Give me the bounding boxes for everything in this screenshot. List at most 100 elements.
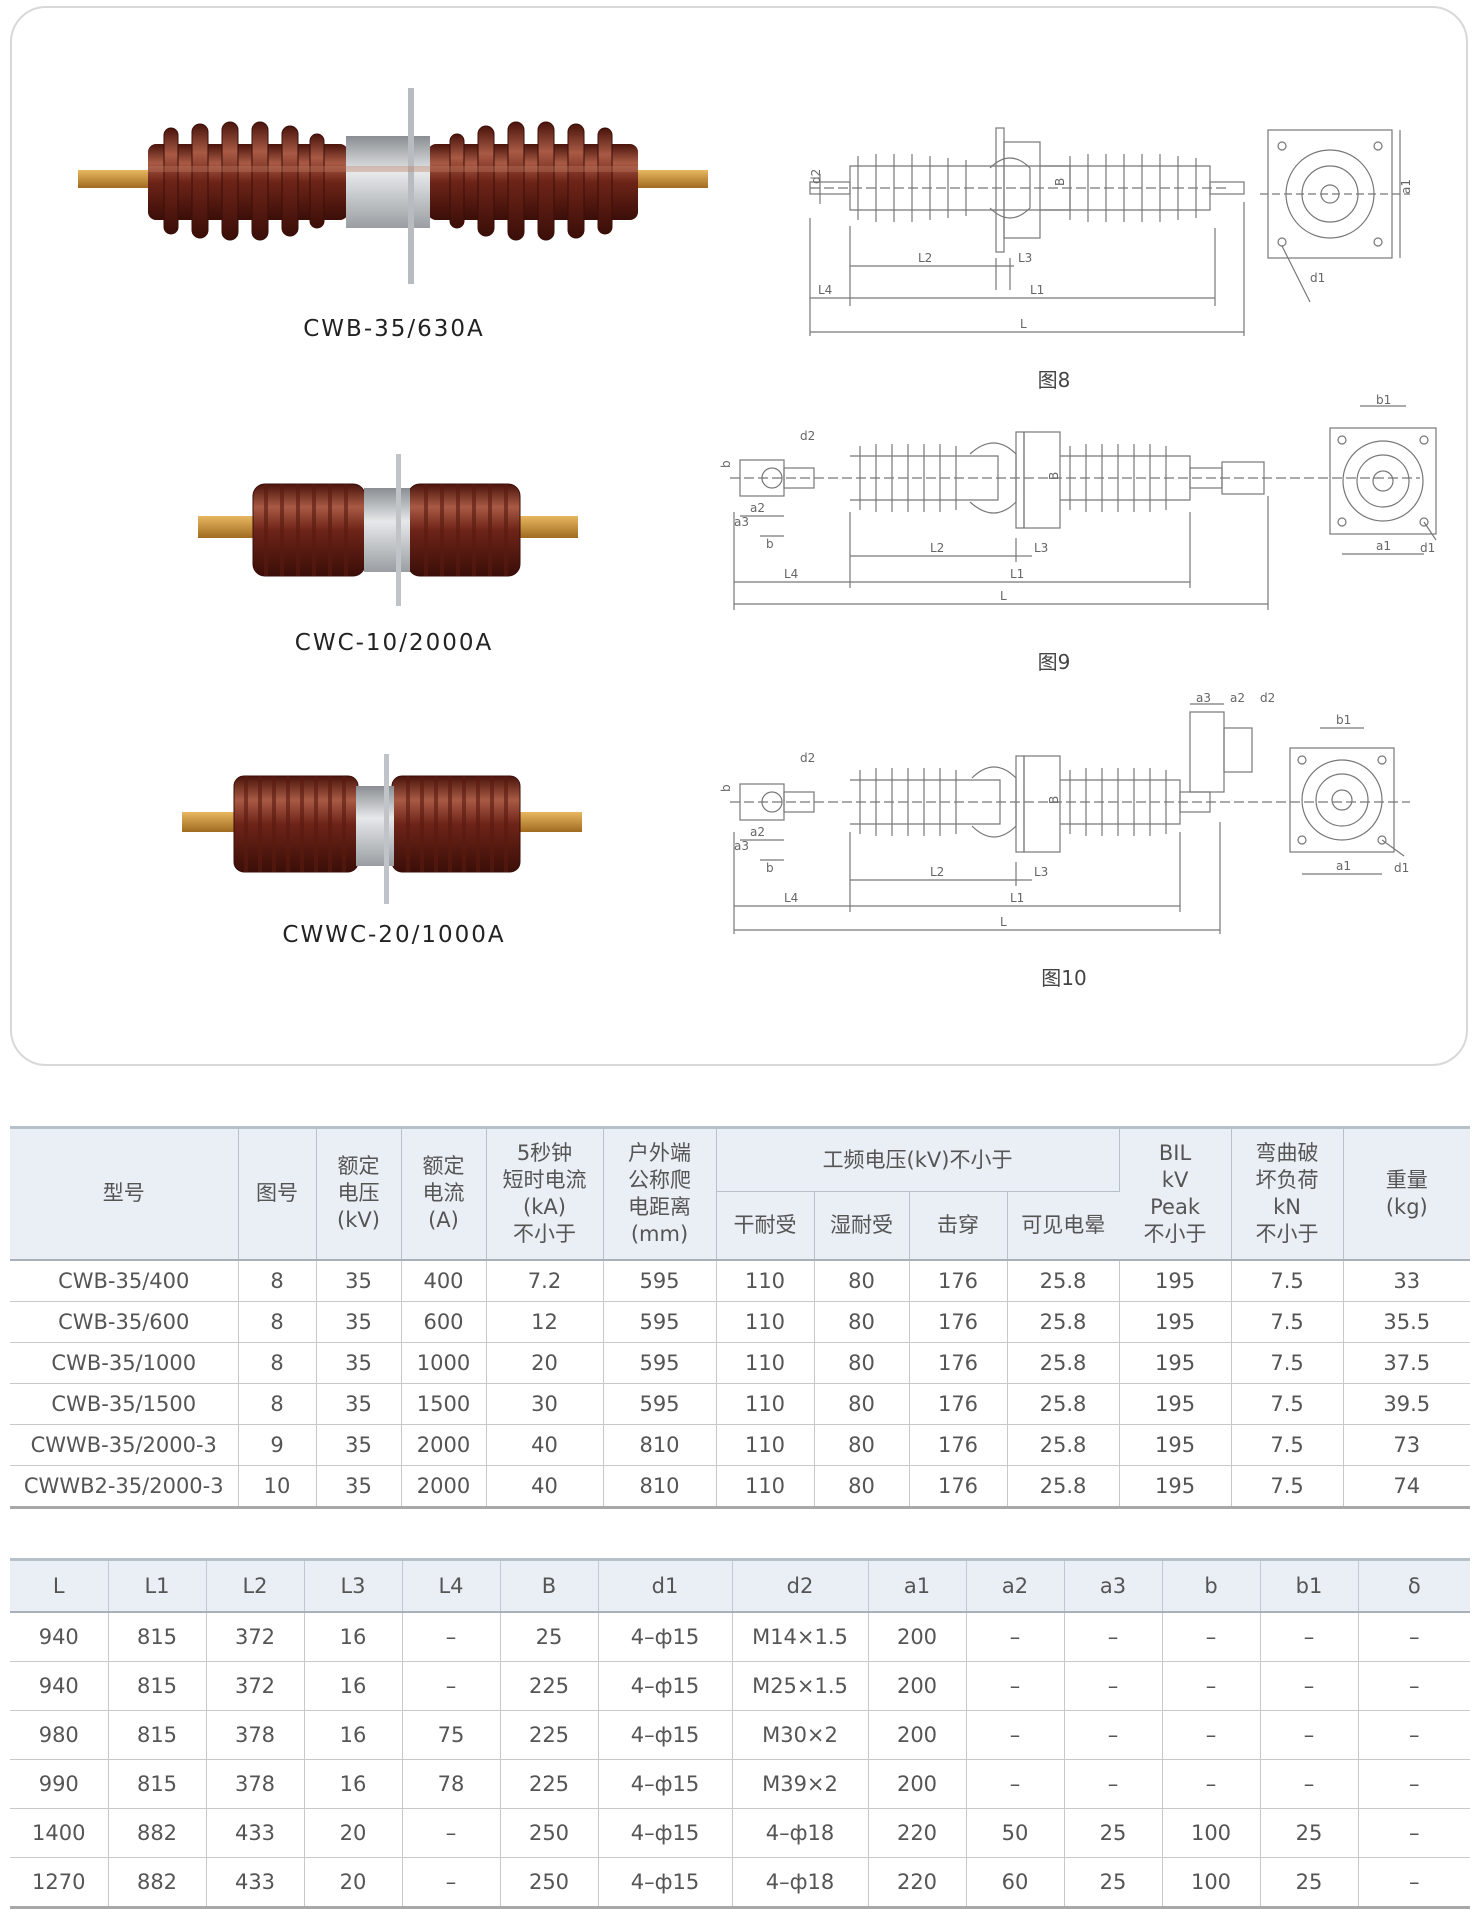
table-cell: 39.5 (1343, 1383, 1471, 1425)
table-cell: – (1162, 1611, 1261, 1662)
table-cell: 400 (401, 1258, 487, 1302)
table-cell: 7.2 (486, 1258, 604, 1302)
table-cell: 35 (316, 1383, 402, 1425)
table-cell: 25 (500, 1611, 599, 1662)
table-cell: 35.5 (1343, 1301, 1471, 1343)
table-cell: – (1260, 1710, 1359, 1760)
dim-label: b (766, 537, 774, 551)
column-header: L3 (304, 1558, 403, 1612)
table-cell: – (1064, 1611, 1163, 1662)
table-cell: 80 (814, 1383, 910, 1425)
table-cell: – (966, 1661, 1065, 1711)
table-cell: 25 (1260, 1857, 1359, 1909)
dim-label: L3 (1018, 251, 1032, 265)
table-cell: 225 (500, 1661, 599, 1711)
table-cell: 7.5 (1231, 1424, 1344, 1466)
dim-label: L4 (818, 283, 832, 297)
dim-label: B (1047, 796, 1061, 804)
table-cell: 25 (1260, 1808, 1359, 1858)
table-cell: – (1260, 1661, 1359, 1711)
dim-label: a3 (734, 839, 749, 853)
table-cell: 7.5 (1231, 1301, 1344, 1343)
table-cell: 110 (716, 1465, 815, 1509)
table-cell: 35 (316, 1258, 402, 1302)
table-cell: 75 (402, 1710, 501, 1760)
header-model: 型号 (10, 1126, 239, 1260)
table-cell: 815 (108, 1710, 207, 1760)
table-cell: 12 (486, 1301, 604, 1343)
dim-label: a2 (1230, 692, 1245, 705)
table-cell: 7.5 (1231, 1465, 1344, 1509)
bushing-photo-cwwc-20 (182, 754, 582, 904)
dim-label: L2 (930, 541, 944, 555)
table-cell: 40 (486, 1424, 604, 1466)
column-header: d2 (732, 1558, 869, 1612)
dim-label: a1 (1376, 539, 1391, 553)
table-cell: 80 (814, 1424, 910, 1466)
header-wet: 湿耐受 (814, 1191, 910, 1260)
table-cell: 595 (603, 1342, 717, 1384)
figure-caption: 图9 (1037, 650, 1071, 674)
table-cell: M14×1.5 (732, 1611, 869, 1662)
table-cell: – (1064, 1710, 1163, 1760)
technical-drawing-fig9: b a2 a3 b d2 L2 L3 L4 L1 L B b1 a1 d1 (720, 393, 1437, 610)
table-cell: 20 (304, 1857, 403, 1909)
table-cell: 882 (108, 1808, 207, 1858)
table-cell: – (1064, 1759, 1163, 1809)
table-cell: – (1162, 1759, 1261, 1809)
dim-label: L3 (1034, 865, 1048, 879)
table-cell: 940 (10, 1611, 109, 1662)
table-cell: – (1260, 1611, 1359, 1662)
table-cell: – (1358, 1611, 1470, 1662)
table-cell: – (1358, 1710, 1470, 1760)
table-cell: – (966, 1710, 1065, 1760)
table-cell: M30×2 (732, 1710, 869, 1760)
dim-label: L4 (784, 891, 798, 905)
table-cell: 225 (500, 1710, 599, 1760)
table-cell: 940 (10, 1661, 109, 1711)
table-cell: – (402, 1857, 501, 1909)
table-cell: 990 (10, 1759, 109, 1809)
header-rated-voltage: 额定电压(kV) (316, 1126, 402, 1260)
column-header: a3 (1064, 1558, 1163, 1612)
column-header: δ (1358, 1558, 1470, 1612)
table-cell: 4–ф15 (598, 1611, 733, 1662)
table-cell: 30 (486, 1383, 604, 1425)
table-cell: 80 (814, 1301, 910, 1343)
table-cell: 25.8 (1007, 1301, 1120, 1343)
table-cell: 378 (206, 1710, 305, 1760)
dim-label: a2 (750, 501, 765, 515)
table-cell: 16 (304, 1611, 403, 1662)
figure-caption: 图10 (1041, 966, 1087, 990)
dim-label: L (1000, 915, 1007, 929)
table-cell: 195 (1119, 1301, 1232, 1343)
table-cell: 595 (603, 1258, 717, 1302)
table-cell: 110 (716, 1342, 815, 1384)
table-cell: 815 (108, 1759, 207, 1809)
table-cell: 200 (868, 1710, 967, 1760)
table-cell: 250 (500, 1857, 599, 1909)
table-cell: – (1358, 1759, 1470, 1809)
table-cell: 195 (1119, 1342, 1232, 1384)
table-cell: 110 (716, 1301, 815, 1343)
dim-label: L1 (1010, 891, 1024, 905)
table-cell: 4–ф15 (598, 1661, 733, 1711)
header-breakdown: 击穿 (909, 1191, 1008, 1260)
table-cell: 4–ф18 (732, 1808, 869, 1858)
product-caption: CWC-10/2000A (294, 630, 494, 656)
model-cell: CWB-35/1000 (10, 1342, 239, 1384)
table-cell: – (1162, 1661, 1261, 1711)
product-caption: CWWC-20/1000A (282, 922, 506, 948)
model-cell: CWWB2-35/2000-3 (10, 1465, 239, 1509)
table-cell: 37.5 (1343, 1342, 1471, 1384)
column-header: B (500, 1558, 599, 1612)
table-cell: – (966, 1611, 1065, 1662)
table-cell: 200 (868, 1759, 967, 1809)
table-cell: – (1260, 1759, 1359, 1809)
table-cell: – (1358, 1661, 1470, 1711)
dim-label: b (720, 460, 733, 468)
table-cell: – (1064, 1661, 1163, 1711)
table-cell: – (966, 1759, 1065, 1809)
